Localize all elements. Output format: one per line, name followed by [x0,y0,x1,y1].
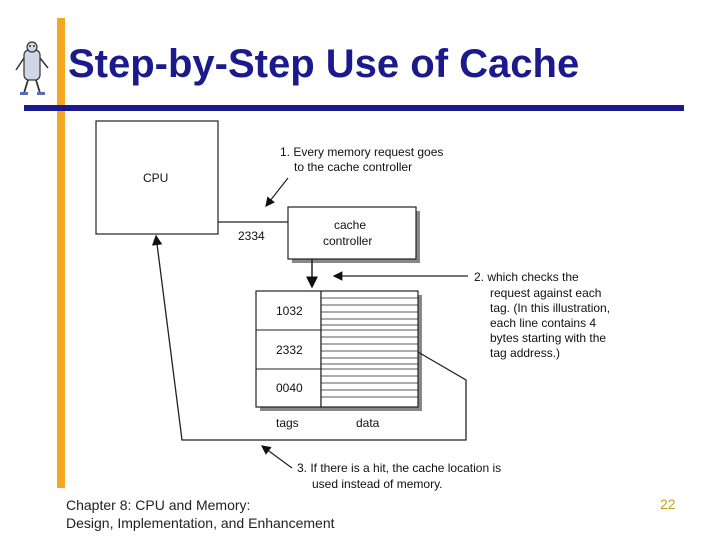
note2-line5: bytes starting with the [490,331,606,345]
note3-line2: used instead of memory. [312,477,443,491]
note3-arrow [261,445,293,469]
note2-line3: tag. (In this illustration, [490,301,610,315]
tag-1032: 1032 [276,304,303,318]
controller-label-line2: controller [323,234,372,248]
note3-line1: 3. If there is a hit, the cache location… [297,461,501,475]
tags-label: tags [276,416,299,430]
slide-title: Step-by-Step Use of Cache [68,42,580,86]
page-number: 22 [660,496,676,512]
note1-arrow [265,177,289,207]
cpu-label: CPU [143,171,168,185]
note1-line2: to the cache controller [294,160,412,174]
data-label: data [356,416,380,430]
robot-mascot-icon [15,41,49,95]
accent-vertical-bar [57,18,65,488]
address-label: 2334 [238,229,265,243]
data-row-lines [321,297,418,398]
hit-return-path [151,234,467,441]
slide-footer: Chapter 8: CPU and Memory: Design, Imple… [66,496,335,532]
tag-2332: 2332 [276,343,303,357]
tag-0040: 0040 [276,381,303,395]
title-underline-rule [24,105,684,111]
note1-line1: 1. Every memory request goes [280,145,443,159]
note2-line2: request against each [490,286,601,300]
footer-line2: Design, Implementation, and Enhancement [66,515,335,531]
data-column [320,290,419,408]
note2-line6: tag address.) [490,346,560,360]
footer-line1: Chapter 8: CPU and Memory: [66,497,251,513]
note2-line4: each line contains 4 [490,316,596,330]
cpu-box [95,120,219,235]
controller-label-line1: cache [334,218,366,232]
cache-controller-box [287,206,417,260]
note2-line1: 2. which checks the [474,270,579,284]
